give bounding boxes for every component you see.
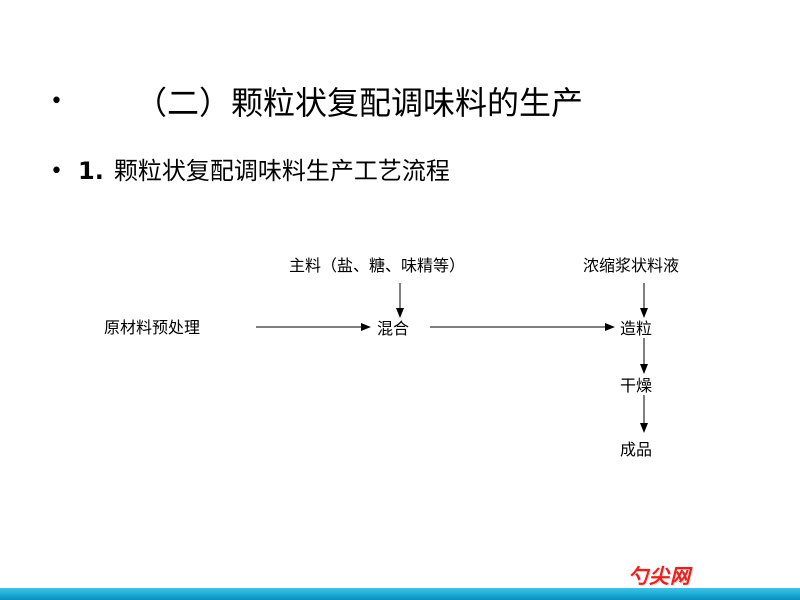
subheading-number: 1.: [78, 157, 104, 185]
node-main-ingredients: 主料（盐、糖、味精等）: [289, 256, 466, 275]
bullet-point: •: [50, 89, 63, 114]
footer-bar: [0, 588, 800, 600]
watermark-logo: 勺尖网: [628, 564, 691, 588]
subheading-text: 颗粒状复配调味料生产工艺流程: [113, 157, 450, 185]
node-granulation: 造粒: [620, 319, 653, 338]
bullet-point: •: [50, 159, 63, 184]
node-concentrated-liquid: 浓缩浆状料液: [583, 256, 680, 275]
node-raw-material-pretreatment: 原材料预处理: [104, 318, 201, 337]
node-finished-product: 成品: [620, 440, 653, 459]
slide-subheading: 1. 颗粒状复配调味料生产工艺流程: [78, 155, 450, 187]
node-mixing: 混合: [377, 319, 410, 338]
slide-heading: （二）颗粒状复配调味料的生产: [135, 84, 584, 122]
node-drying: 干燥: [620, 376, 653, 395]
